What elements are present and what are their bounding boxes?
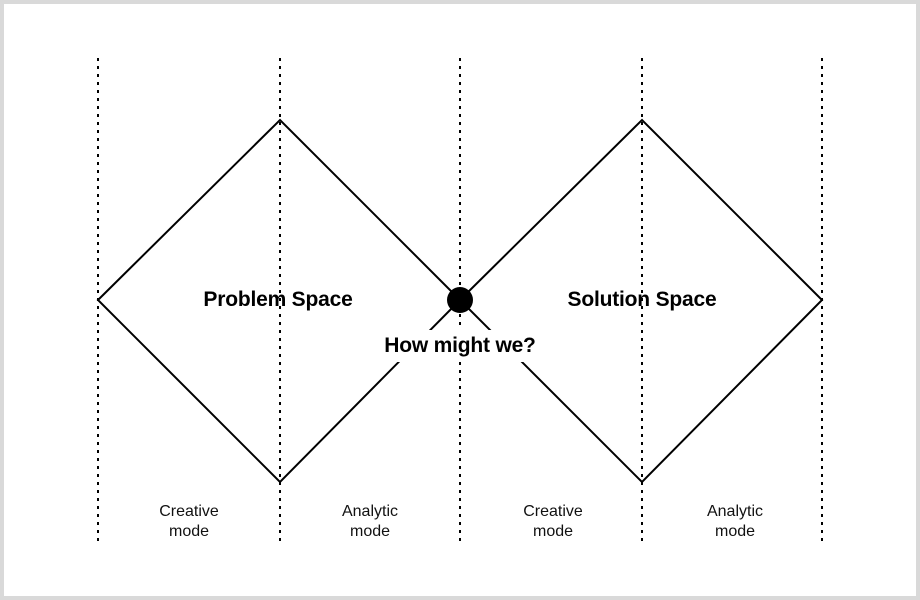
problem-space-label: Problem Space bbox=[203, 288, 353, 311]
mode-label-1-line1: Creative bbox=[159, 503, 219, 520]
mode-label-3-line1: Creative bbox=[523, 503, 583, 520]
mode-label-2: Analytic mode bbox=[310, 502, 430, 542]
solution-space-diamond bbox=[458, 118, 824, 484]
mode-label-3-line2: mode bbox=[532, 523, 574, 540]
mode-label-4-line1: Analytic bbox=[706, 503, 764, 520]
center-node bbox=[447, 287, 473, 313]
mode-label-1: Creative mode bbox=[129, 502, 249, 542]
mode-label-3: Creative mode bbox=[493, 502, 613, 542]
mode-label-2-line2: mode bbox=[349, 523, 391, 540]
diagram-canvas: Problem Space Solution Space How might w… bbox=[4, 4, 916, 596]
mode-label-4-line2: mode bbox=[714, 523, 756, 540]
how-might-we-label: How might we? bbox=[374, 330, 546, 362]
mode-label-4: Analytic mode bbox=[675, 502, 795, 542]
mode-label-1-line2: mode bbox=[168, 523, 210, 540]
solution-space-label: Solution Space bbox=[567, 288, 717, 311]
mode-label-2-line1: Analytic bbox=[341, 503, 399, 520]
